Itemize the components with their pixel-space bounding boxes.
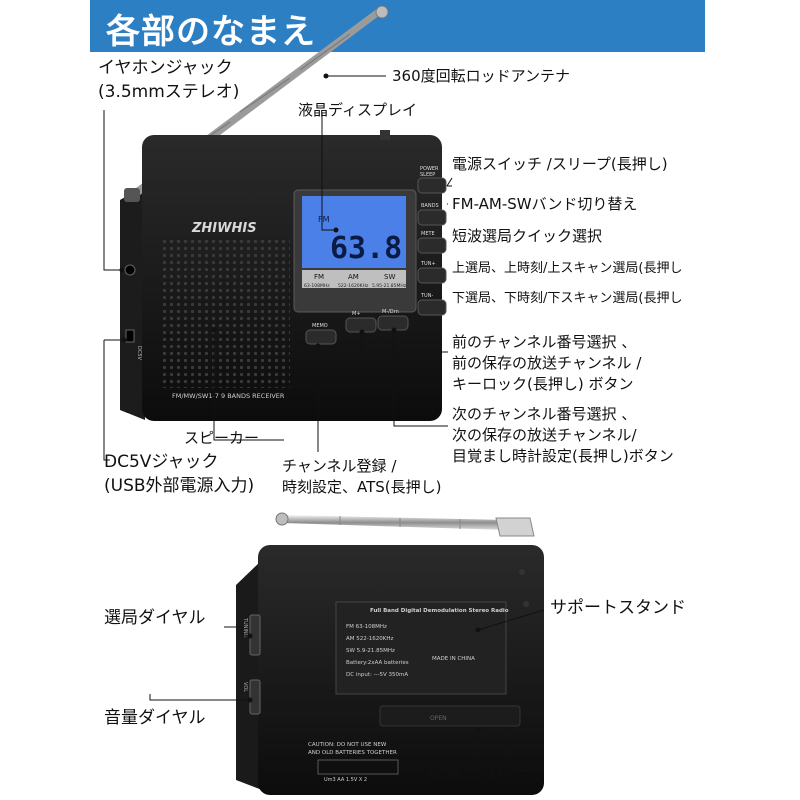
lcd-screen [302,196,406,268]
spec-title: Full Band Digital Demodulation Stereo Ra… [370,608,509,614]
label-bands: FM-AM-SWバンド切り替え [452,195,638,213]
label-power: 電源スイッチ /スリープ(長押し) [452,155,668,173]
mete-button-label: METE [421,231,435,237]
bottom-buttons: MEMO M+ M-/Drn [305,309,409,345]
front-radio: ZHIWHIS FM 63.8 FM AM SW 63-108MHz 522-1… [120,5,447,421]
battery-diagram [317,759,399,775]
label-tune-up: 上選局、上時刻/上スキャン選局(長押し [452,261,683,276]
band-label-sw: SW [384,273,395,281]
page-title: 各部のなまえ [106,12,316,52]
vol-side-label: VOL [242,682,248,692]
label-m-minus-line2: 次の保存の放送チャンネル/ [452,426,637,444]
label-m-minus-line1: 次のチャンネル番号選択 、 [452,405,637,423]
callout-lines [103,75,545,758]
label-tune-down: 下選局、下時刻/下スキャン選局(長押し [452,291,683,306]
callout-dots [119,73,481,733]
band-label-am: AM [348,273,359,281]
spec-line-battery: Battery:2xAA batteries [346,660,409,666]
dc-jack [125,329,135,343]
spec-label [335,601,507,695]
label-m-minus: 次のチャンネル番号選択 、 次の保存の放送チャンネル/ 目覚まし時計設定(長押し… [452,404,674,467]
label-dc-jack: DC5Vジャック (USB外部電源入力) [104,450,254,498]
label-m-minus-line3: 目覚まし時計設定(長押し)ボタン [452,447,674,465]
label-tuning-dial: 選局ダイヤル [104,608,206,628]
top-nub [380,130,390,140]
label-m-plus-line2: 前の保存の放送チャンネル / [452,354,642,372]
volume-dial[interactable] [249,679,261,715]
bands-button-label: BANDS [421,203,439,209]
bands-button[interactable] [417,209,447,226]
battery-spec: Um3 AA 1.5V X 2 [324,777,367,783]
label-lcd: 液晶ディスプレイ [298,101,417,119]
spec-line-fm: FM 63-108MHz [346,624,387,630]
caution-line-1: CAUTION: DO NOT USE NEW [308,742,387,748]
m-plus-button-label: M+ [352,311,361,317]
lcd-band: FM [318,215,330,224]
battery-cover-ridge [379,705,521,727]
speaker-grille [160,240,290,388]
label-dc-jack-line2: (USB外部電源入力) [104,476,255,496]
tune-down-button-label: TUN- [420,293,433,299]
tune-up-button-label: TUN+ [420,261,436,267]
label-dc-jack-line1: DC5Vジャック [104,452,219,472]
label-earphone-jack-line2: (3.5mmステレオ) [98,82,240,102]
label-antenna: 360度回転ロッドアンテナ [392,67,571,85]
label-memo: チャンネル登録 / 時刻設定、ATS(長押し) [282,456,442,498]
made-in: MADE IN CHINA [432,656,475,662]
label-earphone-jack: イヤホンジャック (3.5mmステレオ) [98,56,239,104]
earphone-jack [124,264,136,276]
caution-line-2: AND OLD BATTERIES TOGETHER [308,750,397,756]
tune-up-button[interactable] [417,267,447,284]
screw [519,569,525,575]
spec-line-dc: DC input: ---5V 350mA [346,672,408,678]
power-button[interactable] [417,177,447,194]
label-m-plus-line3: キーロック(長押し) ボタン [452,375,634,393]
label-memo-line2: 時刻設定、ATS(長押し) [282,478,442,496]
memo-button-label: MEMO [312,323,328,329]
label-earphone-jack-line1: イヤホンジャック [98,58,233,78]
band-range-am: 522-1620KHz [338,283,369,289]
lcd-frequency: 63.8 [330,231,402,266]
spec-line-sw: SW 5.9-21.85MHz [346,648,395,654]
radio-side-panel [120,185,145,420]
label-m-plus-line1: 前のチャンネル番号選択 、 [452,333,637,351]
label-battery-cover: 乾電池カバー [428,762,530,782]
label-stand: サポートスタンド [550,598,686,618]
band-range-sw: 5.95-21.85MHz [372,283,407,289]
mete-button[interactable] [417,237,447,254]
brand-logo: ZHIWHIS [191,221,257,236]
label-volume-dial: 音量ダイヤル [104,708,206,728]
tuning-side-label: TUNING [242,617,248,638]
back-radio: Full Band Digital Demodulation Stereo Ra… [236,512,544,795]
battery-cover-text: OPEN [430,715,447,722]
m-minus-button-label: M-/Drn [382,309,399,315]
band-label-fm: FM [314,273,324,281]
dc-side-label: DC5V [136,346,142,361]
label-mete: 短波選局クイック選択 [452,227,603,245]
memo-button[interactable] [305,329,337,345]
side-buttons: POWER SLEEP BANDS METE TUN+ TUN- [417,166,447,316]
sleep-button-label: SLEEP [420,172,435,178]
title-banner: 各部のなまえ [90,0,705,52]
tune-down-button[interactable] [417,299,447,316]
power-button-label: POWER [420,166,439,172]
label-m-plus: 前のチャンネル番号選択 、 前の保存の放送チャンネル / キーロック(長押し) … [452,332,641,395]
band-range-fm: 63-108MHz [304,283,330,289]
model-text: FM/MW/SW1-7 9 BANDS RECEIVER [172,392,285,400]
band-bar [302,270,406,288]
spec-line-am: AM 522-1620KHz [346,636,393,642]
back-antenna [275,512,535,537]
label-memo-line1: チャンネル登録 / [282,457,397,475]
label-speaker: スピーカー [184,429,260,447]
